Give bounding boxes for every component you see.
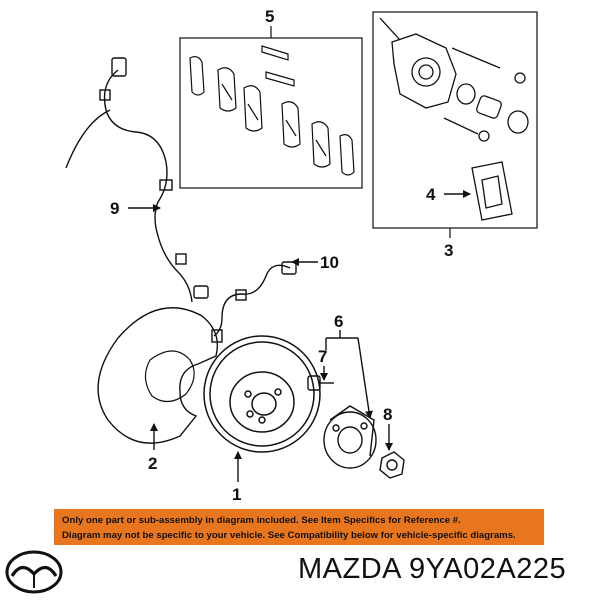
callout-number: 2 [148,454,157,473]
compatibility-notice: Only one part or sub-assembly in diagram… [54,509,544,545]
caliper-body [391,33,457,109]
callout-number: 9 [110,199,119,218]
guide-pin [451,47,501,69]
wheel-hub [323,405,377,469]
anti-rattle-clip [261,45,289,61]
brand-name: MAZDA [298,553,401,585]
notice-line-2: Diagram may not be specific to your vehi… [62,530,516,541]
callout-number: 3 [444,241,453,260]
brake-pad-shape [243,85,263,132]
part-number: 9YA02A225 [408,553,567,585]
callout-number: 6 [334,312,343,331]
rear-sensor-harness [211,261,297,343]
abs-sensor-harness [65,57,209,303]
brake-pad-shape [217,67,237,112]
anti-rattle-clip [265,71,295,87]
brake-pad-shape [311,121,331,168]
wheel-stud [307,375,334,391]
callout-number: 5 [265,7,274,26]
splash-shield [97,307,219,444]
callout-number: 1 [232,485,241,504]
callout-number: 8 [383,405,392,424]
piston [476,95,502,119]
notice-line-1: Only one part or sub-assembly in diagram… [62,515,461,526]
caliper-assembly-group [372,11,538,238]
product-title: MAZDA 9YA02A225 [298,553,566,586]
brake-pad-shape [189,56,205,96]
brake-pad-shape [339,134,355,176]
hub-nut [379,451,405,479]
brake-pad-kit-group [179,26,363,189]
sensor-head [193,285,209,299]
brake-pad-shape [281,101,301,148]
piston-seal [456,83,476,105]
callout-number: 4 [426,185,436,204]
mazda-logo-icon [4,548,64,601]
sensor-connector [111,57,127,77]
callout-6-leader-right [357,337,373,419]
splash-shield-opening [144,350,195,403]
caliper-bracket [471,161,513,221]
caliper-bore [411,57,441,87]
callout-number: 10 [320,253,339,272]
brake-pad-frame [179,37,363,189]
caliper-frame [372,11,538,229]
dust-boot [507,110,529,134]
bleeder-screw [379,17,401,41]
brake-rotor [203,335,321,453]
callout-number: 7 [318,347,327,366]
